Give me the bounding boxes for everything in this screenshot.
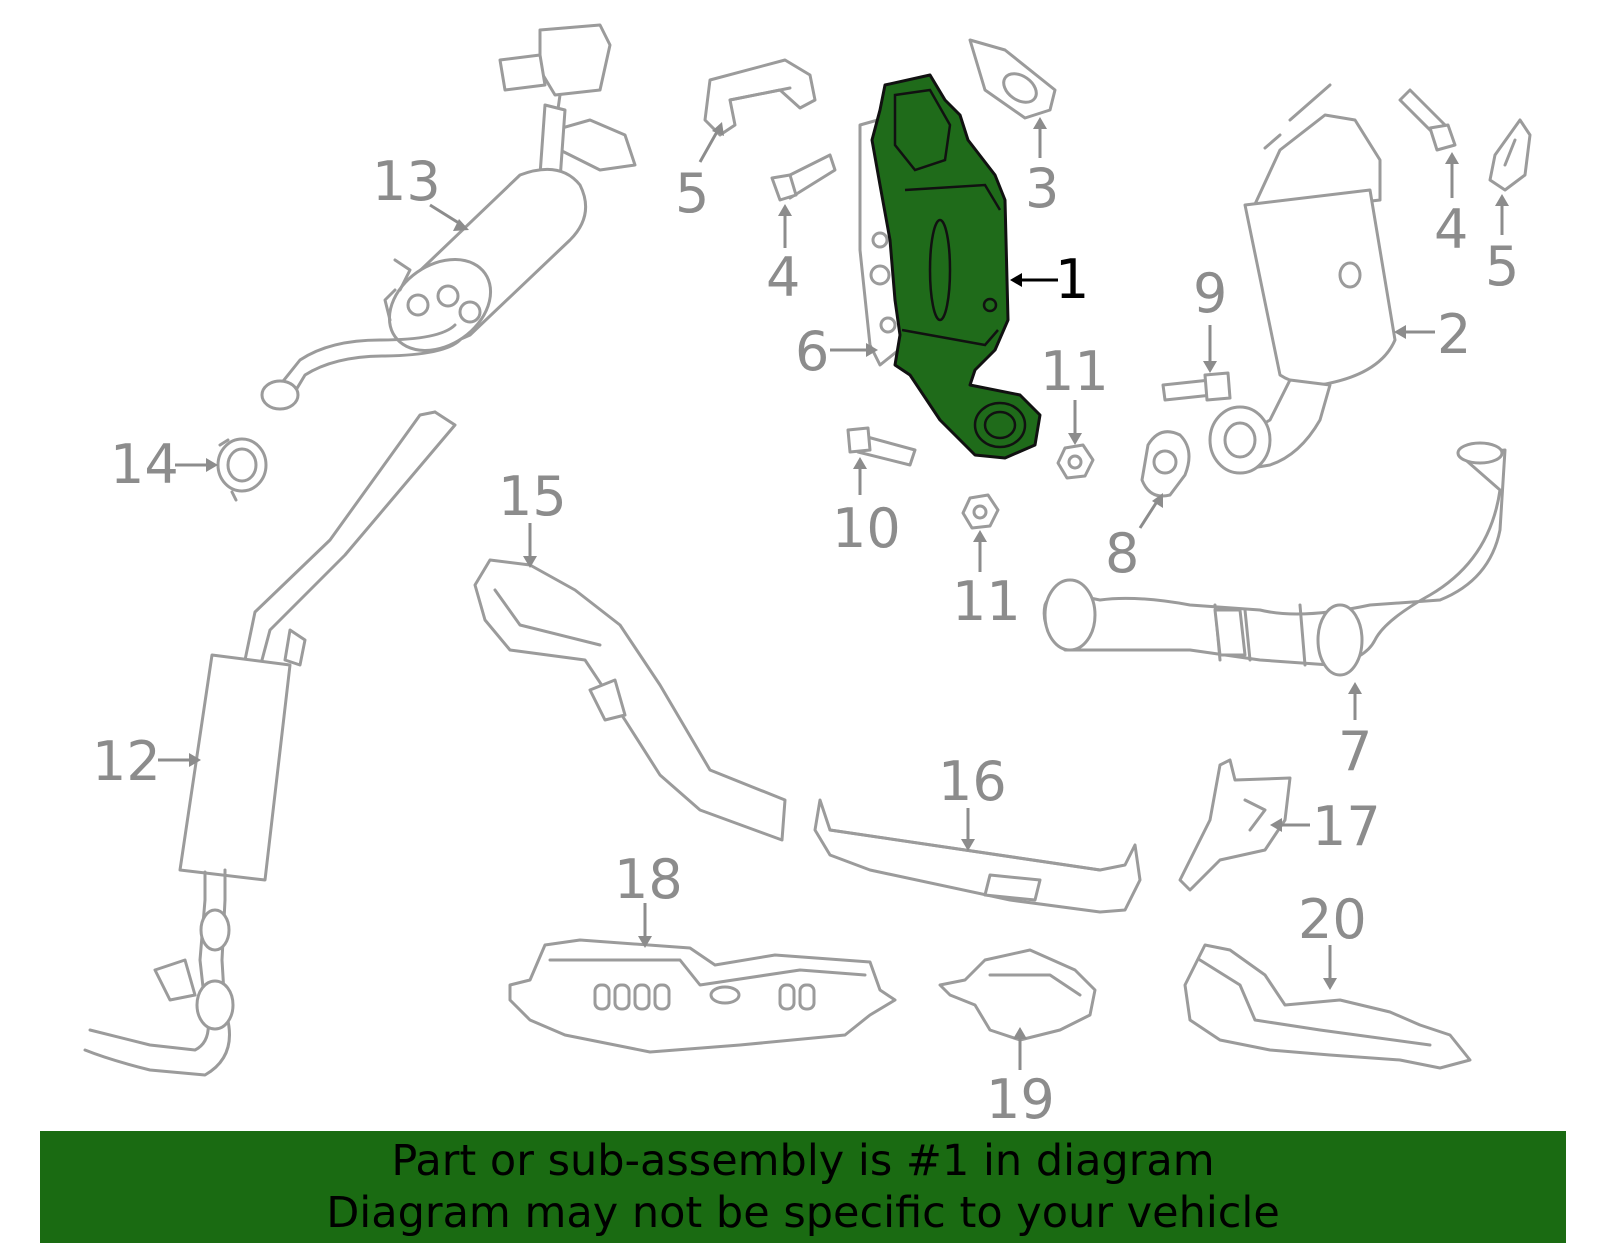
callout-5-left: 5 — [675, 162, 709, 225]
callout-arrows — [158, 117, 1509, 1070]
callout-6: 6 — [795, 320, 829, 383]
part-7-y-pipe[interactable] — [1042, 441, 1507, 677]
part-8-gasket[interactable] — [1140, 430, 1191, 498]
callout-12: 12 — [92, 730, 161, 793]
part-11b-nut[interactable] — [961, 493, 1000, 530]
part-11a-nut[interactable] — [1056, 443, 1095, 480]
part-10-bolt[interactable] — [846, 426, 917, 467]
part-2-catalytic-converter[interactable] — [1208, 83, 1397, 475]
part-5b-bracket[interactable] — [1488, 118, 1532, 192]
part-13-muffler[interactable] — [260, 23, 637, 411]
callout-5-right: 5 — [1485, 235, 1519, 298]
callout-13: 13 — [372, 150, 441, 213]
callout-11-upper: 11 — [1040, 340, 1109, 403]
callout-9: 9 — [1193, 262, 1227, 325]
callout-20: 20 — [1298, 888, 1367, 951]
callout-17: 17 — [1312, 795, 1381, 858]
part-3-gasket[interactable] — [968, 38, 1057, 120]
callout-19: 19 — [986, 1068, 1055, 1131]
info-banner: Part or sub-assembly is #1 in diagram Di… — [40, 1131, 1566, 1243]
callout-2: 2 — [1437, 303, 1471, 366]
callout-16: 16 — [938, 750, 1007, 813]
banner-line-1: Part or sub-assembly is #1 in diagram — [391, 1136, 1215, 1186]
callout-3: 3 — [1025, 157, 1059, 220]
part-9-bolt[interactable] — [1161, 371, 1232, 402]
callout-15: 15 — [498, 465, 567, 528]
part-17-bracket[interactable] — [1178, 758, 1292, 892]
part-16-heat-shield[interactable] — [813, 798, 1142, 914]
callout-8: 8 — [1105, 522, 1139, 585]
part-19-heat-shield[interactable] — [938, 948, 1097, 1042]
part-20-heat-shield[interactable] — [1183, 943, 1472, 1070]
part-18-heat-shield[interactable] — [508, 938, 897, 1054]
callout-10: 10 — [832, 497, 901, 560]
part-15-heat-shield[interactable] — [473, 558, 787, 842]
callout-18: 18 — [614, 848, 683, 911]
callout-4-left: 4 — [766, 246, 800, 309]
part-1-catalytic-converter[interactable] — [870, 73, 1042, 460]
banner-line-2: Diagram may not be specific to your vehi… — [326, 1188, 1280, 1238]
part-12-muffler-pipe[interactable] — [83, 410, 457, 1077]
callout-4-right: 4 — [1434, 198, 1468, 261]
callout-1: 1 — [1055, 248, 1089, 311]
part-4b-bolt[interactable] — [1398, 88, 1457, 152]
callout-11-lower: 11 — [952, 570, 1021, 633]
callout-7: 7 — [1338, 720, 1372, 783]
part-14-clamp[interactable] — [216, 437, 268, 502]
part-4a-bolt[interactable] — [770, 153, 837, 202]
callout-14: 14 — [110, 433, 179, 496]
